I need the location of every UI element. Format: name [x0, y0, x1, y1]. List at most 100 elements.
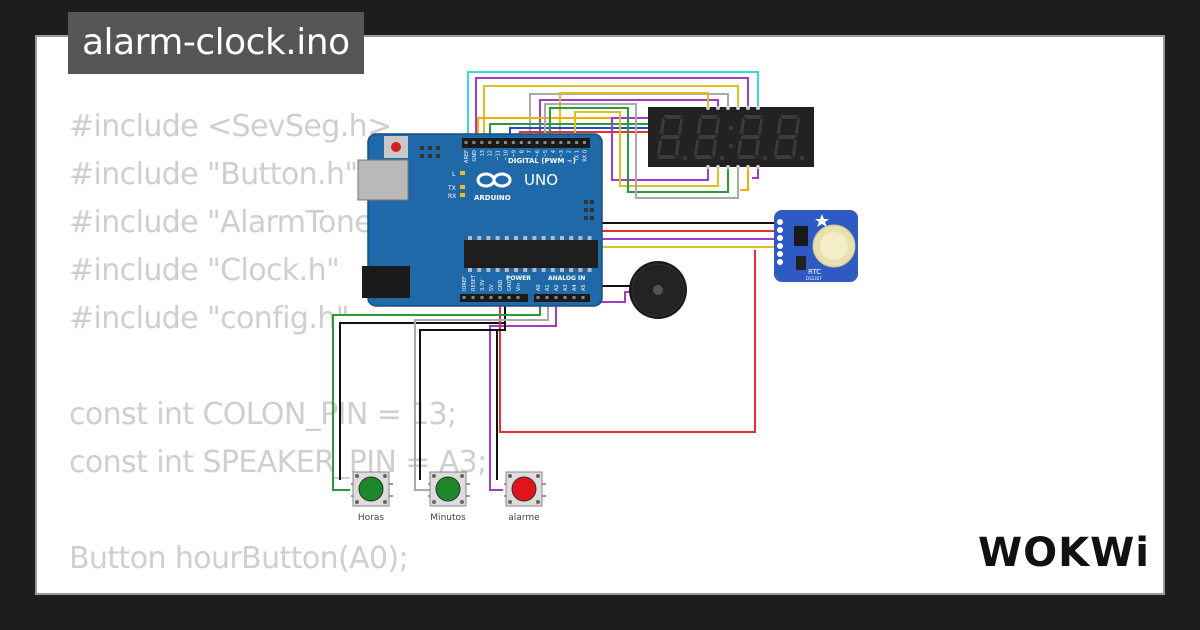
led-label-l: L: [452, 171, 456, 178]
wire: [489, 296, 557, 491]
wire: [496, 329, 505, 480]
pin-hole[interactable]: [498, 296, 502, 299]
pin-hole[interactable]: [464, 141, 468, 144]
pin-label: 2: [567, 150, 573, 153]
pin-label: 3.3V: [480, 279, 486, 291]
pin-label: A0: [536, 284, 542, 291]
board-brand: ARDUINO: [474, 194, 511, 202]
pin-label: ~5: [543, 150, 549, 157]
rtc-module[interactable]: RTC DS1307: [774, 210, 858, 282]
pin-hole[interactable]: [516, 296, 520, 299]
button-label: Minutos: [430, 513, 466, 523]
pin-hole[interactable]: [480, 141, 484, 144]
button-label: alarme: [508, 513, 540, 523]
code-line: Button minuteButton(A1);: [69, 583, 487, 593]
led-label-tx: TX: [447, 185, 456, 192]
rtc-label: RTC: [808, 268, 821, 276]
push-button-2[interactable]: Minutos: [428, 471, 470, 523]
pin-label: GND: [507, 279, 513, 291]
digital-label: DIGITAL (PWM ~): [508, 157, 576, 165]
button-label: Horas: [358, 513, 384, 523]
digital-header: [462, 138, 590, 148]
pin-label: AREF: [464, 150, 470, 163]
pin-label: ~3: [559, 150, 565, 157]
pin-label: ~10: [504, 150, 510, 161]
pin-hole[interactable]: [543, 141, 547, 144]
pin-label: IOREF: [462, 276, 468, 291]
pin-label: RESET: [471, 274, 477, 291]
code-line: #include "Button.h": [69, 157, 358, 192]
power-label: POWER: [506, 275, 531, 282]
buzzer[interactable]: [629, 261, 687, 319]
usb-jack: [357, 159, 409, 201]
pin-hole[interactable]: [536, 296, 540, 299]
led-label-rx: RX: [448, 193, 456, 200]
pin-hole[interactable]: [554, 296, 558, 299]
pin-hole[interactable]: [527, 141, 531, 144]
pin-hole[interactable]: [496, 141, 500, 144]
wires: [332, 71, 778, 491]
pin-label: ~9: [511, 150, 517, 157]
pin-hole[interactable]: [545, 296, 549, 299]
pin-label: GND: [498, 279, 504, 291]
arduino-logo-icon: [476, 172, 512, 188]
pin-hole[interactable]: [511, 141, 515, 144]
pin-hole[interactable]: [504, 141, 507, 144]
pin-hole[interactable]: [575, 141, 579, 144]
colon-dot: [729, 126, 733, 130]
pin-label: ~11: [496, 150, 502, 161]
wire: [414, 296, 549, 491]
pin-hole[interactable]: [488, 141, 492, 144]
button-cap[interactable]: [435, 476, 461, 502]
wire: [549, 107, 729, 193]
rtc-chip-label: DS1307: [806, 276, 822, 281]
pin-hole[interactable]: [489, 296, 493, 299]
wokwi-logo: WOKWi: [978, 530, 1150, 576]
pin-hole[interactable]: [563, 296, 567, 299]
atmega-chip: [464, 240, 598, 268]
button-cap[interactable]: [511, 476, 537, 502]
push-button-1[interactable]: Horas: [351, 471, 393, 523]
pin-label: 8: [519, 150, 525, 153]
pin-hole[interactable]: [581, 296, 585, 299]
digit: [694, 115, 724, 160]
pin-hole[interactable]: [535, 141, 539, 144]
wire: [475, 77, 749, 140]
pin-hole[interactable]: [507, 296, 511, 299]
wire: [477, 117, 648, 140]
pin-hole[interactable]: [519, 141, 523, 144]
pin-hole[interactable]: [551, 141, 555, 144]
pin-hole[interactable]: [462, 296, 466, 299]
seven-segment-display[interactable]: [648, 106, 814, 169]
power-jack: [362, 266, 410, 298]
code-line: Button hourButton(A0);: [69, 541, 409, 576]
rtc-chip: [794, 226, 808, 246]
pin-label: TX 1: [575, 150, 581, 162]
pin-label: A1: [545, 284, 551, 291]
wire: [611, 117, 709, 181]
digit: [737, 115, 767, 160]
push-button-3[interactable]: alarme: [504, 471, 546, 523]
pin-label: A5: [581, 284, 587, 291]
pin-label: Vin: [516, 283, 522, 291]
pin-hole[interactable]: [472, 141, 476, 144]
reset-button[interactable]: [391, 142, 401, 152]
pin-label: 4: [551, 150, 557, 153]
code-line: #include "Clock.h": [69, 253, 340, 288]
pin-hole[interactable]: [559, 141, 563, 144]
digit: [657, 115, 687, 160]
pin-label: A4: [572, 284, 578, 291]
pin-label: 12: [488, 150, 494, 156]
pin-hole[interactable]: [583, 141, 586, 144]
analog-label: ANALOG IN: [548, 275, 585, 282]
pin-hole[interactable]: [572, 296, 576, 299]
button-cap[interactable]: [358, 476, 384, 502]
pin-hole[interactable]: [471, 296, 475, 299]
pin-hole[interactable]: [480, 296, 484, 299]
pin-label: 13: [480, 150, 486, 156]
code-line: #include <SevSeg.h>: [69, 109, 392, 144]
pin-hole[interactable]: [567, 141, 571, 144]
pin-label: ~6: [535, 150, 541, 157]
